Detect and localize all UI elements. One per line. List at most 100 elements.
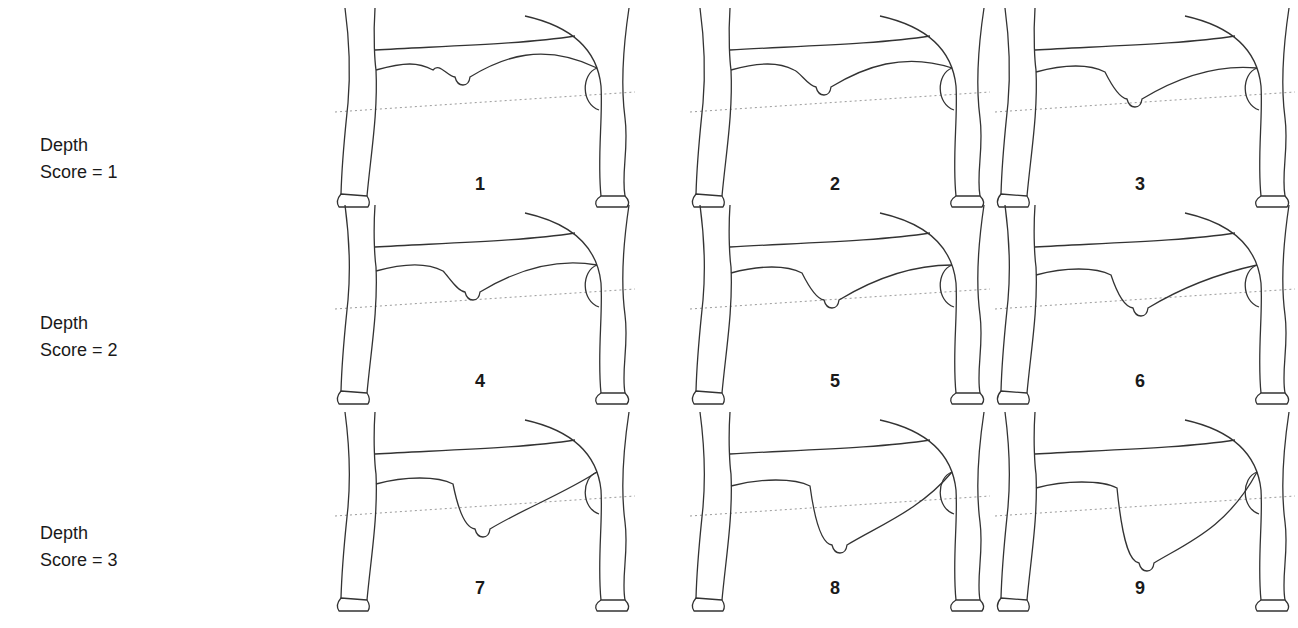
figure-number: 2 [828,173,842,195]
front-leg [1001,205,1009,391]
front-hoof [337,391,369,404]
hind-hoof [1256,600,1289,611]
back-line [375,36,575,50]
udder-outline [376,54,597,85]
back-line [375,440,575,454]
figure-number: 3 [1133,173,1147,195]
hind-hoof [596,196,629,207]
hind-leg [880,420,956,600]
rear-udder-attachment [585,68,599,110]
hock-line [995,496,1295,516]
back-line [730,440,930,454]
udder-outline [731,472,952,553]
front-leg [341,205,349,391]
front-leg [722,412,731,600]
depth-score-label: Depth Score = 2 [40,310,132,364]
rear-udder-attachment [1245,265,1259,307]
figure-number: 5 [828,370,842,392]
front-leg [696,8,704,194]
figure-number: 8 [828,577,842,599]
depth-score-label: Depth Score = 1 [40,132,132,186]
cow-hind-view [690,8,990,207]
hind-leg [1283,8,1289,196]
hind-hoof [951,196,984,207]
figure-number: 7 [473,577,487,599]
cow-hind-view [995,8,1295,207]
hind-leg [880,213,956,393]
hind-leg [978,205,984,393]
front-leg [1027,8,1036,196]
hind-leg [978,8,984,196]
front-hoof [997,194,1029,207]
hock-line [690,92,990,112]
cow-hind-view [995,412,1295,611]
hind-hoof [1256,196,1289,207]
back-line [1035,233,1235,247]
hind-hoof [951,600,984,611]
udder-outline [1036,472,1257,571]
front-leg [696,412,704,598]
rear-udder-attachment [940,265,954,307]
cow-hind-view [690,412,990,611]
hind-leg [978,412,984,600]
front-leg [722,205,731,393]
front-leg [1001,412,1009,598]
back-line [1035,440,1235,454]
udder-outline [731,265,952,308]
hock-line [335,289,635,309]
hind-leg [1185,213,1261,393]
figure-number: 4 [473,370,487,392]
front-leg [341,8,349,194]
rear-udder-attachment [1245,472,1259,514]
front-leg [1027,205,1036,393]
hind-hoof [1256,393,1289,404]
rear-udder-attachment [940,68,954,110]
front-hoof [692,391,724,404]
front-leg [722,8,731,196]
front-leg [696,205,704,391]
depth-score-label: Depth Score = 3 [40,520,132,574]
hind-leg [1185,420,1261,600]
hind-leg [623,8,629,196]
front-leg [367,205,376,393]
back-line [1035,36,1235,50]
hind-leg [623,412,629,600]
front-hoof [692,598,724,611]
front-leg [341,412,349,598]
hock-line [995,92,1295,112]
front-hoof [692,194,724,207]
back-line [375,233,575,247]
hind-leg [623,205,629,393]
figure-number: 6 [1133,370,1147,392]
hock-line [335,496,635,516]
hind-leg [525,16,601,196]
front-leg [1001,8,1009,194]
front-hoof [997,391,1029,404]
hind-leg [880,16,956,196]
hock-line [335,92,635,112]
hind-leg [525,420,601,600]
cow-hind-view [995,205,1295,404]
back-line [730,36,930,50]
hock-line [995,289,1295,309]
back-line [730,233,930,247]
front-hoof [337,598,369,611]
hind-leg [525,213,601,393]
udder-outline [376,263,597,300]
udder-outline [731,61,952,95]
cow-hind-view [335,205,635,404]
hock-line [690,496,990,516]
hind-hoof [596,393,629,404]
cow-hind-view [335,8,635,207]
front-hoof [337,194,369,207]
hind-hoof [951,393,984,404]
hind-leg [1283,205,1289,393]
rear-udder-attachment [585,265,599,307]
hind-leg [1283,412,1289,600]
udder-outline [1036,66,1257,107]
front-leg [367,412,376,600]
front-hoof [997,598,1029,611]
udder-outline [376,472,597,537]
hind-leg [1185,16,1261,196]
